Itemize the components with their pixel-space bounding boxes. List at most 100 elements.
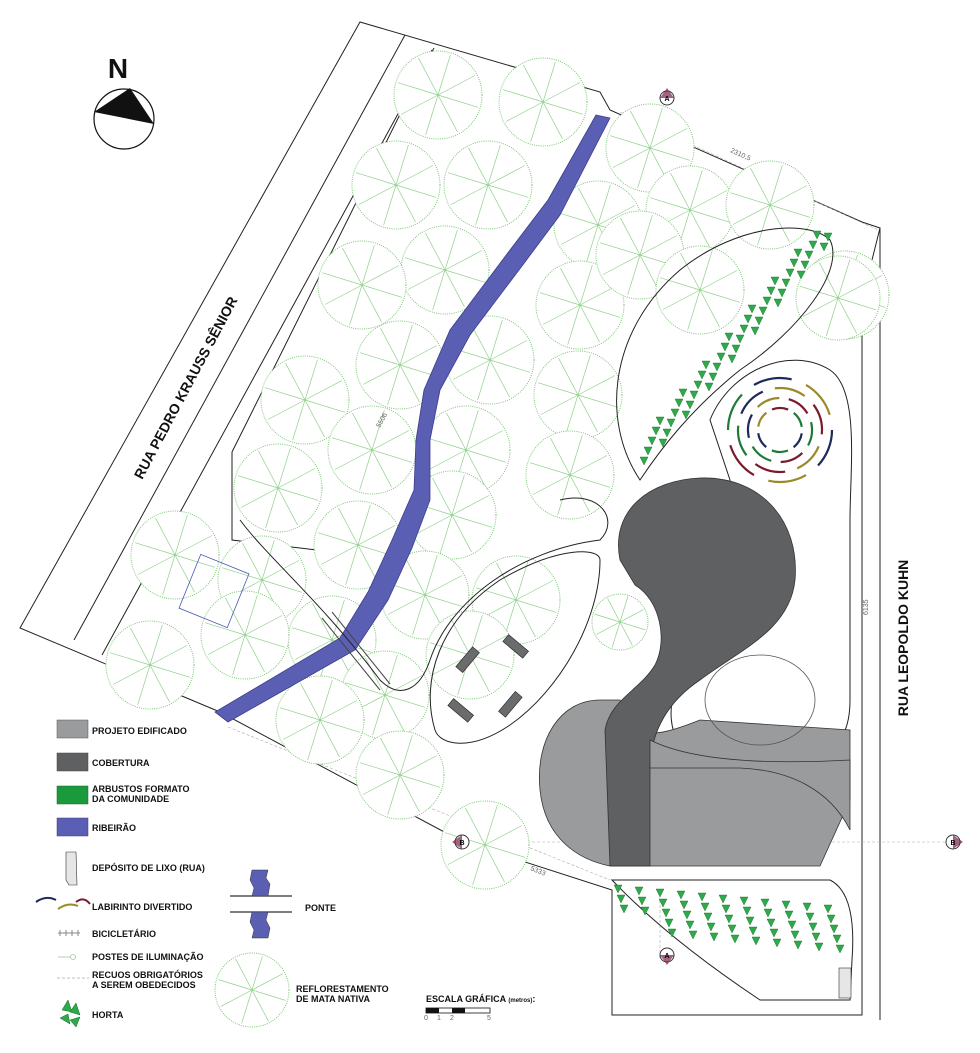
horta-plant (700, 902, 710, 912)
native-tree (275, 675, 365, 765)
legend-swatch-stream (56, 817, 89, 837)
horta-plant (769, 928, 779, 938)
legend-label-horta: HORTA (92, 1010, 124, 1020)
horta-plant (811, 932, 821, 942)
horta-plant (773, 298, 783, 308)
horta-plant (724, 914, 734, 924)
labyrinth-arc (746, 414, 753, 439)
horta-plant (670, 408, 680, 418)
horta-plant (747, 304, 757, 314)
scale-tick-0: 0 (424, 1015, 428, 1022)
native-tree (355, 730, 445, 820)
horta-plant (766, 286, 776, 296)
horta-plant (789, 258, 799, 268)
labyrinth-arc (729, 444, 755, 476)
horta-plant (704, 382, 714, 392)
native-tree (351, 140, 441, 230)
horta-plant (697, 370, 707, 380)
horta-shrubs-south (613, 884, 845, 954)
reforestation-icon (214, 952, 290, 1028)
horta-plant (793, 940, 803, 950)
light-post-icon (58, 954, 76, 960)
horta-plant (739, 896, 749, 906)
trash-deposit-icon (65, 851, 78, 886)
horta-plant (805, 912, 815, 922)
oval-plaza (429, 551, 601, 744)
native-tree (443, 140, 533, 230)
native-tree (130, 510, 220, 600)
horta-plant (712, 362, 722, 372)
trash-area-outline (178, 553, 250, 629)
reforestation-icon-tree (214, 952, 290, 1028)
labyrinth-arc (768, 474, 807, 484)
horta-plant (787, 920, 797, 930)
labyrinth-arc (756, 396, 780, 408)
horta-plant (685, 920, 695, 930)
plaza-tree (591, 593, 649, 651)
garden-bed-south (610, 879, 854, 1001)
horta-plant (703, 912, 713, 922)
roof (604, 477, 796, 867)
section-a-bottom-label: A (664, 953, 669, 960)
native-tree (440, 800, 530, 890)
horta-plant (758, 306, 768, 316)
bridge (321, 611, 391, 691)
legend-label-lights: POSTES DE ILUMINAÇÃO (92, 952, 204, 962)
compass-needle-icon (94, 88, 154, 124)
horta-plant (637, 896, 647, 906)
walking-path (239, 497, 609, 691)
horta-icon (59, 999, 81, 1028)
legend-swatch-shrubs (56, 785, 89, 805)
native-tree (105, 620, 195, 710)
horta-plant (685, 400, 695, 410)
labyrinth-arc (726, 393, 743, 431)
horta-plant (727, 354, 737, 364)
horta-plant (763, 908, 773, 918)
legend-swatch-roof (56, 752, 89, 772)
horta-plant (679, 900, 689, 910)
horta-plant (706, 922, 716, 932)
horta-plant (826, 914, 836, 924)
legend-swatch-built (56, 719, 89, 739)
scale-unit: (metros) (508, 998, 532, 1004)
horta-plant (689, 390, 699, 400)
horta-plant (619, 904, 629, 914)
legend-label-roof: COBERTURA (92, 758, 150, 768)
labyrinth-arc (793, 411, 803, 428)
section-b-right-label: B (950, 840, 955, 847)
roof-curve-east (649, 739, 851, 831)
horta-plant (770, 276, 780, 286)
labyrinth-arc (757, 432, 767, 449)
horta-plant (688, 930, 698, 940)
dimension-south-edge: 5333 (529, 865, 546, 877)
native-tree (725, 160, 815, 250)
horta-plant (730, 934, 740, 944)
horta-plant (678, 388, 688, 398)
horta-shrubs-north (639, 230, 833, 466)
horta-plant (647, 436, 657, 446)
labyrinth-arc (771, 449, 789, 454)
horta-plant (613, 884, 623, 894)
horta-plant (697, 892, 707, 902)
bike-rack-icon (58, 930, 80, 936)
horta-plant (724, 332, 734, 342)
horta-plant (658, 438, 668, 448)
horta-plant (750, 326, 760, 336)
labyrinth-arc (753, 376, 792, 386)
horta-plant (662, 428, 672, 438)
section-a-top-label: A (664, 96, 669, 103)
labyrinth-arc (792, 433, 803, 449)
native-tree (400, 225, 490, 315)
reforestation-trees (105, 50, 890, 890)
graphic-scale: ESCALA GRÁFICA (metros): 0 1 2 5 (424, 994, 535, 1022)
scale-tick-2: 2 (450, 1015, 454, 1022)
horta-plant (819, 242, 829, 252)
horta-plant (835, 944, 845, 954)
horta-plant (754, 316, 764, 326)
horta-plant (676, 890, 686, 900)
horta-plant (639, 456, 649, 466)
horta-plant (781, 900, 791, 910)
horta-plant (748, 926, 758, 936)
